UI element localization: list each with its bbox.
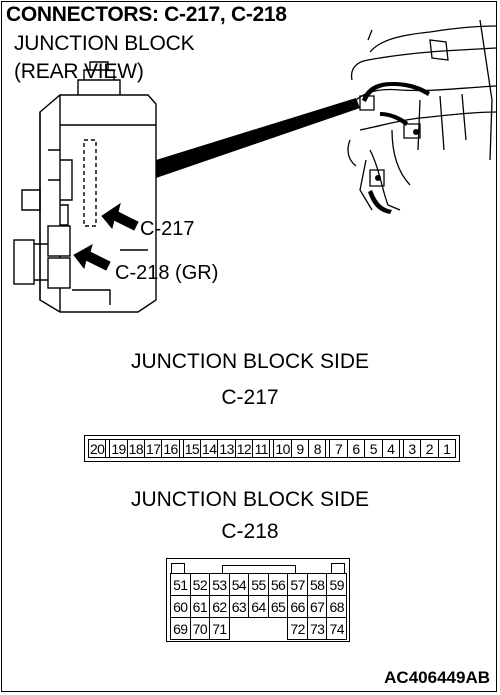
junction-block-illustration <box>13 19 497 313</box>
c218-pin-empty <box>268 617 289 640</box>
page-title: CONNECTORS: C-217, C-218 <box>6 3 287 26</box>
c217-pin: 16 <box>163 440 180 457</box>
c218-pin: 69 <box>170 617 191 640</box>
c217-pin: 9 <box>292 440 310 457</box>
c217-pin: 2 <box>421 440 439 457</box>
subtitle-rear-view: (REAR VIEW) <box>14 60 144 83</box>
c218-pin: 55 <box>248 573 269 596</box>
c217-pin: 17 <box>146 440 163 457</box>
c218-pin: 59 <box>326 573 347 596</box>
c218-pin: 52 <box>189 573 211 596</box>
c218-pin: 51 <box>170 573 191 596</box>
c218-pin: 60 <box>170 595 191 618</box>
c218-pin: 65 <box>267 595 289 618</box>
c217-pin: 20 <box>89 440 107 457</box>
c218-pin-empty <box>248 617 269 640</box>
c217-pin: 6 <box>348 440 366 457</box>
c217-pin: 12 <box>236 440 254 457</box>
c218-latch <box>222 565 296 574</box>
c217-section-heading: JUNCTION BLOCK SIDE <box>130 350 370 373</box>
c217-pin: 10 <box>273 440 292 457</box>
c218-pin: 64 <box>248 595 269 618</box>
c218-section-heading: JUNCTION BLOCK SIDE <box>130 488 370 511</box>
c217-section-name: C-217 <box>221 386 279 409</box>
c218-pin: 56 <box>267 573 289 596</box>
c218-pin: 72 <box>287 617 308 640</box>
c218-pin-empty <box>229 617 250 640</box>
c217-pin: 15 <box>182 440 202 457</box>
c218-callout: C-218 (GR) <box>115 262 219 284</box>
c217-pin: 1 <box>443 440 451 457</box>
c217-pin: 5 <box>365 440 383 457</box>
c217-pin: 4 <box>383 440 400 457</box>
c217-pin: 14 <box>202 440 219 457</box>
c218-pin: 66 <box>287 595 308 618</box>
c218-pin: 68 <box>326 595 347 618</box>
c218-section-name: C-218 <box>221 520 279 543</box>
c218-pin: 61 <box>189 595 211 618</box>
subtitle-junction-block: JUNCTION BLOCK <box>14 32 195 55</box>
c218-pin: 57 <box>287 573 308 596</box>
c217-pin: 11 <box>253 440 271 457</box>
c218-pin: 58 <box>306 573 328 596</box>
c218-pin: 63 <box>228 595 250 618</box>
c217-pin: 19 <box>109 440 128 457</box>
figure-code: AC406449AB <box>384 668 490 687</box>
c218-pin: 71 <box>209 617 230 640</box>
c218-pin: 74 <box>326 617 347 640</box>
c217-pin: 7 <box>329 440 348 457</box>
c218-pin: 70 <box>189 617 211 640</box>
c218-pin: 73 <box>306 617 328 640</box>
c217-pin: 18 <box>128 440 146 457</box>
c217-pin: 8 <box>309 440 327 457</box>
c217-pin: 3 <box>402 440 422 457</box>
c218-pin: 62 <box>209 595 230 618</box>
c218-pin: 67 <box>306 595 328 618</box>
c217-callout: C-217 <box>140 218 195 240</box>
c218-key-left <box>171 563 185 573</box>
c218-pin: 54 <box>228 573 250 596</box>
c218-pin: 53 <box>209 573 230 596</box>
c218-key-right <box>331 563 345 573</box>
c217-pin: 13 <box>219 440 236 457</box>
